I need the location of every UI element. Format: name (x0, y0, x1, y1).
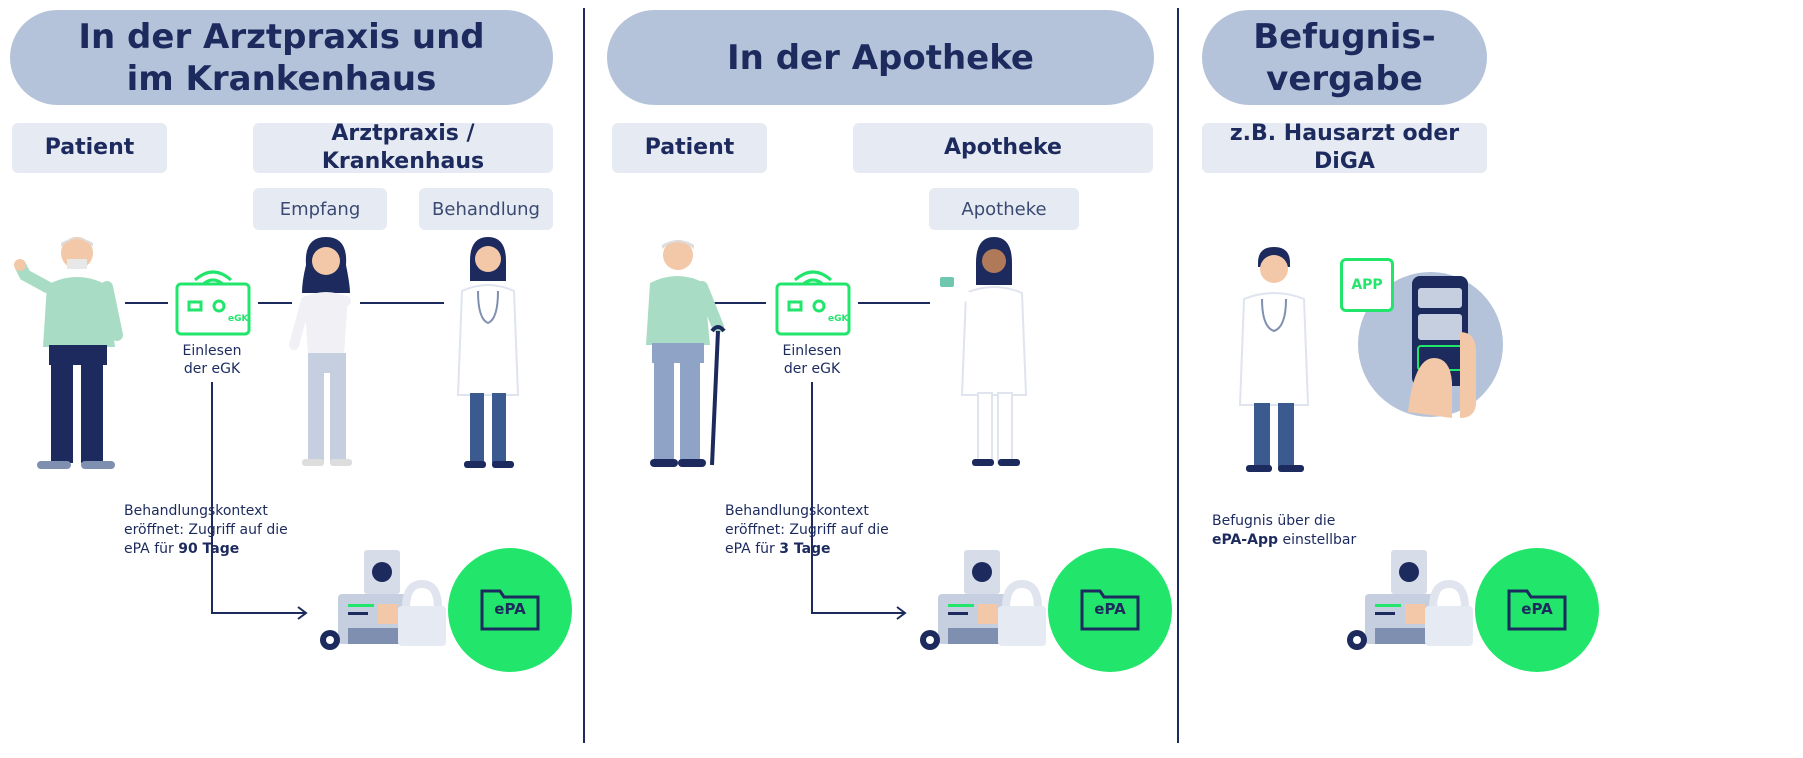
section-1-sub-behandlung: Behandlung (419, 188, 553, 230)
section-3-epa-circle (1475, 548, 1599, 672)
section-3-auth-text: Befugnis über die ePA-App einstellbar (1212, 513, 1357, 548)
section-1-title: In der Arztpraxis und im Krankenhaus (10, 10, 553, 105)
section-2-facility-label: Apotheke (853, 123, 1153, 173)
section-1-epa-label: ePA (494, 600, 526, 618)
phone-app-icon (1408, 276, 1476, 418)
patient-cane-figure-icon (646, 240, 726, 467)
section-1-patient-label: Patient (12, 123, 167, 173)
app-badge: APP (1340, 258, 1394, 312)
egk-card-label: eGK (828, 314, 849, 324)
section-1-epa-circle (448, 548, 572, 672)
section-1-context-text: Behandlungskontext eröffnet: Zugriff auf… (124, 503, 288, 557)
section-2-patient-label: Patient (612, 123, 767, 173)
records-lock-icon (920, 550, 1046, 650)
section-divider-1 (583, 8, 585, 743)
egk-card-icon (775, 270, 851, 336)
receptionist-figure-icon (289, 237, 352, 466)
section-2-context-text: Behandlungskontext eröffnet: Zugriff auf… (725, 503, 889, 557)
section-2-title: In der Apotheke (607, 10, 1154, 105)
doctor-male-figure-icon (1238, 247, 1310, 472)
section-3-epa-label: ePA (1521, 600, 1553, 618)
folder-icon (1507, 589, 1567, 631)
records-lock-icon (1347, 550, 1473, 650)
section-1-sub-empfang: Empfang (253, 188, 387, 230)
app-badge-label: APP (1351, 277, 1383, 293)
egk-card-label: eGK (228, 314, 249, 324)
records-lock-icon (320, 550, 446, 650)
section-3-facility-label: z.B. Hausarzt oder DiGA (1202, 121, 1487, 174)
folder-icon (480, 589, 540, 631)
section-divider-2 (1177, 8, 1179, 743)
section-2-sub-apotheke: Apotheke (929, 188, 1079, 230)
section-2-epa-label: ePA (1094, 600, 1126, 618)
section-3-title: Befugnis- vergabe (1202, 10, 1487, 105)
doctor-female-figure-icon (456, 237, 520, 468)
section-1-card-caption: Einlesen der eGK (182, 343, 242, 377)
section-2-epa-circle (1048, 548, 1172, 672)
folder-icon (1080, 589, 1140, 631)
section-1-facility-label: Arztpraxis / Krankenhaus (253, 121, 553, 174)
egk-card-icon (175, 270, 251, 336)
pharmacist-figure-icon (940, 237, 1028, 466)
section-2-card-caption: Einlesen der eGK (782, 343, 842, 377)
patient-figure-icon (14, 237, 123, 469)
